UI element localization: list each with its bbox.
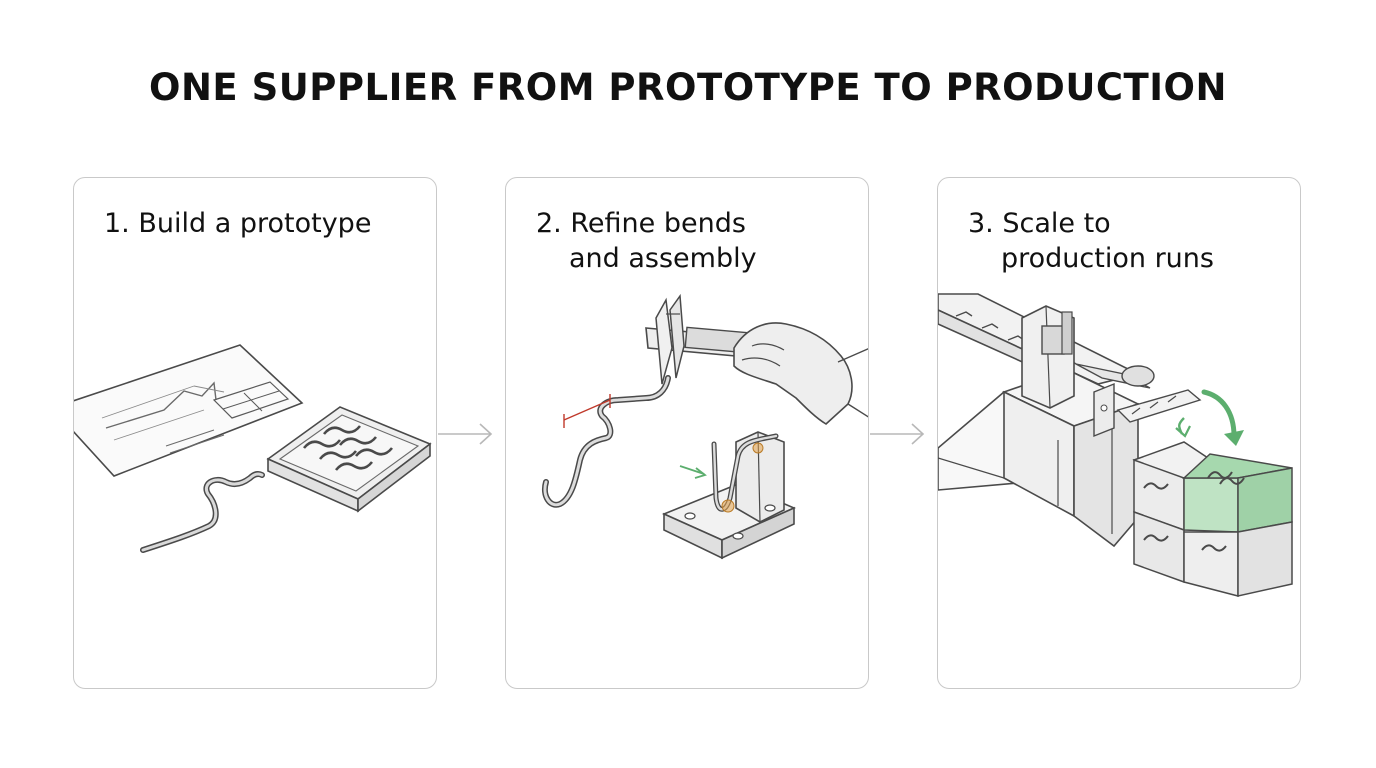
- step-3-panel: 3. Scale to production runs: [937, 177, 1301, 689]
- fixture-block-icon: [661, 431, 796, 560]
- step-1-number: 1.: [104, 208, 130, 239]
- caliper-icon: [645, 293, 759, 385]
- step-2-title-line1: Refine bends: [570, 208, 746, 239]
- step-3-label: 3. Scale to production runs: [968, 206, 1214, 276]
- step-3-title-line1: Scale to: [1002, 208, 1111, 239]
- storage-bins-icon: [1132, 441, 1293, 597]
- step-3-number: 3.: [968, 208, 994, 239]
- step-2-panel: 2. Refine bends and assembly: [505, 177, 869, 689]
- diagram-title: ONE SUPPLIER FROM PROTOTYPE TO PRODUCTIO…: [149, 66, 1227, 109]
- step-2-label: 2. Refine bends and assembly: [536, 206, 757, 276]
- step-1-label: 1. Build a prototype: [104, 206, 371, 241]
- measurement-marker-icon: [563, 394, 611, 428]
- parts-tray-icon: [266, 406, 432, 513]
- output-chute-icon: [1116, 389, 1244, 446]
- step-2-title-line2: and assembly: [569, 243, 757, 274]
- bent-wire-icon: [140, 471, 265, 553]
- step-1-panel: 1. Build a prototype: [73, 177, 437, 689]
- blueprint-sheet-icon: [74, 344, 304, 477]
- arrow-right-icon: [438, 423, 493, 445]
- gloved-hand-icon: [733, 322, 868, 425]
- arrow-right-icon: [870, 423, 925, 445]
- step-3-title-line2: production runs: [1001, 243, 1214, 274]
- bending-head-icon: [1021, 305, 1155, 438]
- prototype-illustration: [74, 344, 432, 553]
- step-1-title: Build a prototype: [138, 208, 372, 239]
- bent-rod-icon: [542, 375, 671, 508]
- refine-illustration: [542, 293, 868, 560]
- production-illustration: [938, 293, 1293, 597]
- step-2-number: 2.: [536, 208, 562, 239]
